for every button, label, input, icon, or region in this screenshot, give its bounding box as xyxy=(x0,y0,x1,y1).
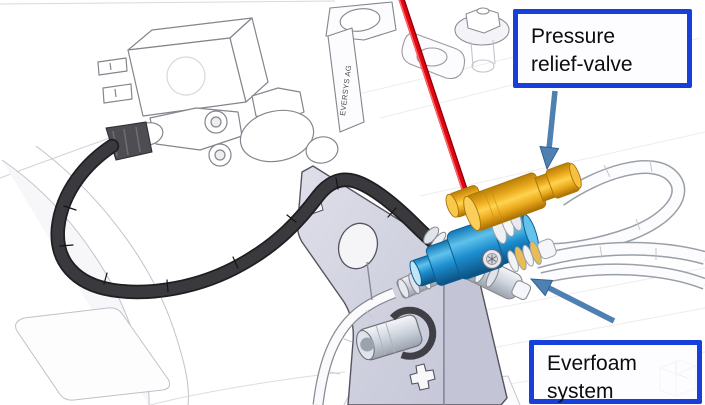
everfoam-arrow xyxy=(529,278,616,324)
solenoid-valve xyxy=(97,17,339,167)
pressure-arrow xyxy=(539,90,560,171)
spade-connector xyxy=(97,57,128,76)
bracket-cutout xyxy=(409,363,436,391)
pressure-relief-valve-callout: Pressure relief-valve xyxy=(513,9,692,88)
white-hose-lower xyxy=(534,159,705,290)
hex-bolt xyxy=(454,7,510,73)
eversys-tab xyxy=(325,1,397,133)
callout-text-line: system xyxy=(547,380,614,403)
corrugated-fitting xyxy=(507,238,557,273)
pressure-relief-valve xyxy=(445,162,582,231)
callout-text-line: Everfoam xyxy=(547,352,637,375)
torx-screw xyxy=(481,248,503,270)
callout-text-line: relief-valve xyxy=(531,53,633,76)
retaining-clip xyxy=(390,306,437,360)
ball-valve xyxy=(239,109,315,163)
spade-connector xyxy=(102,83,133,104)
bracket-hole xyxy=(337,222,379,270)
mounting-slot xyxy=(401,32,466,80)
white-tube xyxy=(312,287,396,405)
quick-connector xyxy=(355,306,437,361)
black-cable xyxy=(50,138,445,300)
callout-text-line: Pressure xyxy=(531,25,616,48)
everfoam-system-callout: Everfoam system xyxy=(529,340,702,404)
